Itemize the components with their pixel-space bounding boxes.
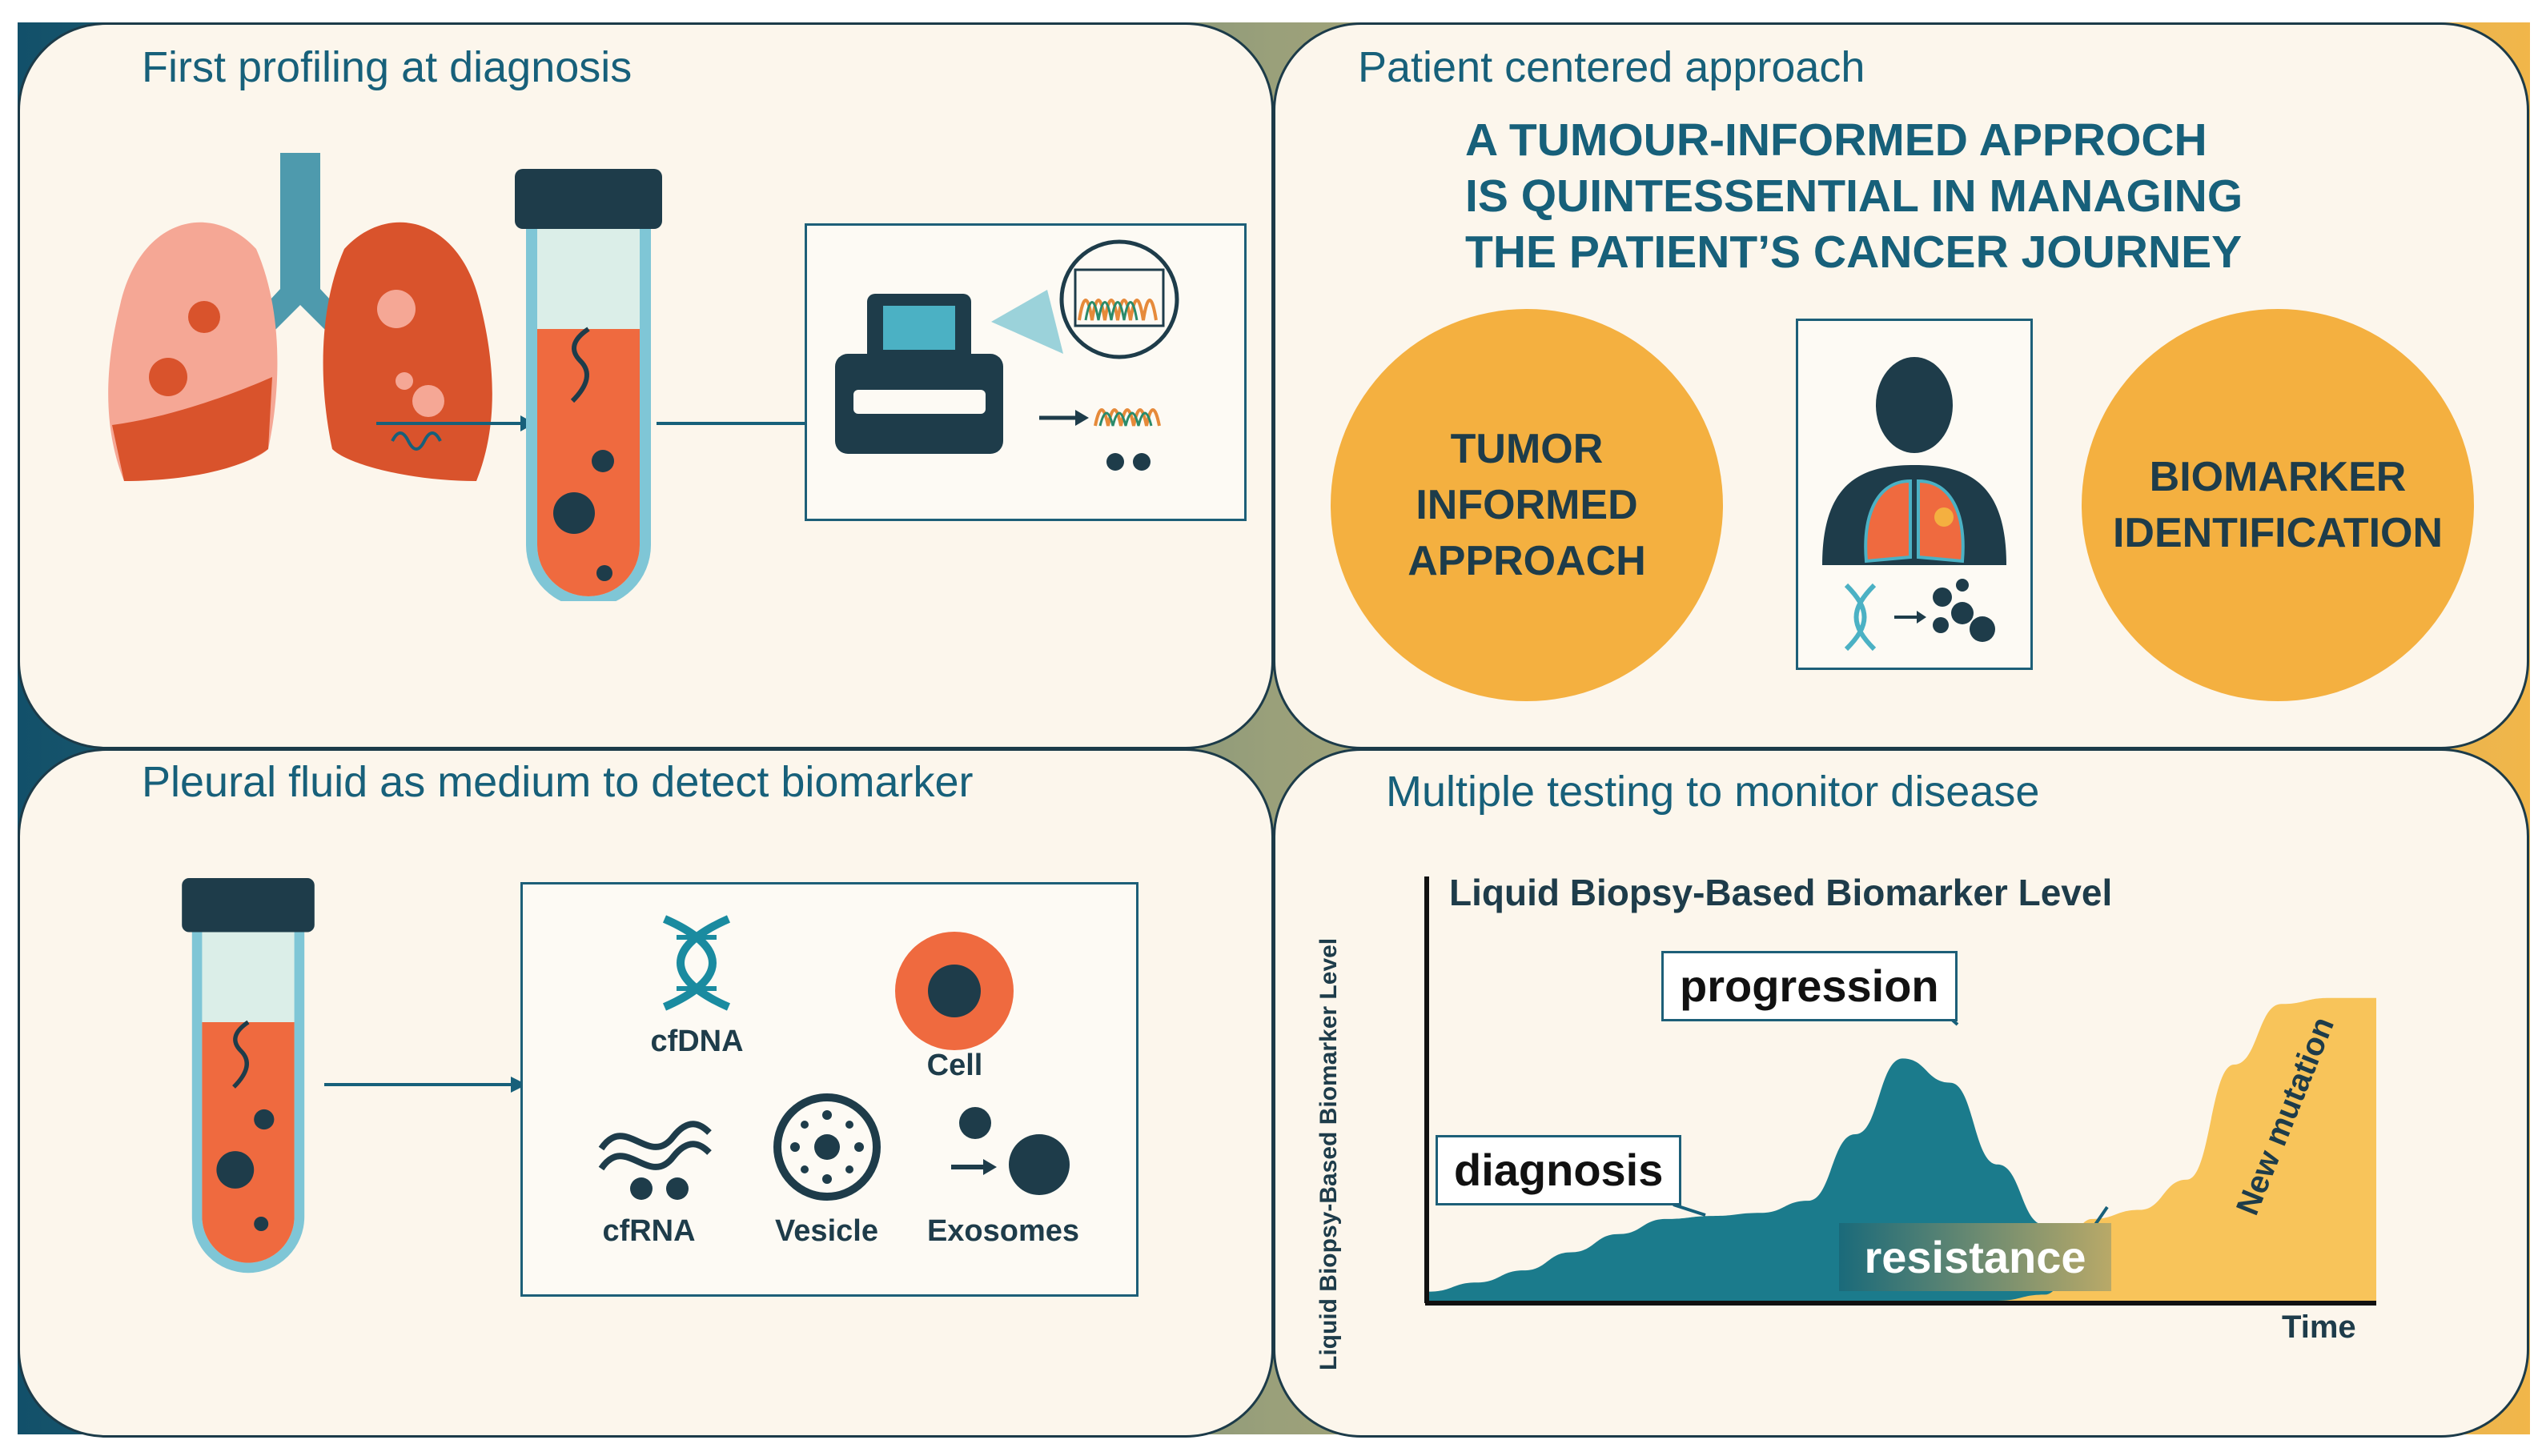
biomarker-frame: cfDNA Cell cfRNA Vesicle <box>520 882 1138 1297</box>
vesicle-label: Vesicle <box>775 1214 878 1248</box>
lung-icon <box>1864 479 1912 564</box>
diagnosis-callout: diagnosis <box>1436 1135 1682 1205</box>
circle-line: TUMOR <box>1450 426 1604 472</box>
left-lung-lower-icon <box>112 377 272 481</box>
cfdna-icon <box>662 915 731 1011</box>
dna-helix-icon <box>1844 583 1877 652</box>
patient-silhouette-icon <box>1822 357 2006 652</box>
tumor-dot-icon <box>412 385 444 417</box>
headline-line: THE PATIENT’S CANCER JOURNEY <box>1465 227 2243 278</box>
circle-line: APPROACH <box>1408 538 1646 584</box>
headline: A TUMOUR-INFORMED APPROCH IS QUINTESSENT… <box>1465 112 2243 280</box>
panel-title: Multiple testing to monitor disease <box>1386 768 2040 816</box>
right-lung-icon <box>323 222 492 481</box>
progression-callout: progression <box>1661 951 1958 1021</box>
x-axis-label: Time <box>2282 1310 2356 1345</box>
exosomes-icon <box>951 1107 1070 1195</box>
cell-label: Cell <box>926 1049 983 1082</box>
cell-icon <box>895 932 1014 1050</box>
panel-title: Pleural fluid as medium to detect biomar… <box>142 758 974 806</box>
cfrna-icon <box>598 1121 712 1200</box>
cfrna-label: cfRNA <box>602 1214 696 1248</box>
tumor-dot-icon <box>188 301 220 333</box>
chart-title: Liquid Biopsy-Based Biomarker Level <box>1449 872 2113 913</box>
resistance-label: resistance <box>1839 1223 2111 1291</box>
circle-line: IDENTIFICATION <box>2112 510 2444 556</box>
circle-line: INFORMED <box>1416 482 1638 528</box>
arrow-icon <box>324 1077 527 1093</box>
vesicle-icon <box>773 1093 881 1201</box>
panel-title: Patient centered approach <box>1358 43 1865 91</box>
sequencer-icon <box>835 239 1179 471</box>
blood-tube-icon <box>515 169 662 601</box>
patient-frame <box>1796 319 2033 670</box>
circle-line: BIOMARKER <box>2149 454 2407 500</box>
biomarker-identification-circle: BIOMARKER IDENTIFICATION <box>2082 309 2474 701</box>
cfdna-label: cfDNA <box>650 1025 744 1058</box>
tumor-dot-icon <box>149 358 187 396</box>
panel-title: First profiling at diagnosis <box>142 43 632 91</box>
tumor-dot-icon <box>377 290 416 328</box>
exosomes-label: Exosomes <box>926 1214 1080 1248</box>
dna-strand-icon <box>391 431 442 451</box>
pleural-tube-icon <box>182 878 315 1273</box>
chromatogram-icon <box>1078 299 1158 321</box>
signal-wave-icon <box>1094 408 1161 427</box>
headline-line: A TUMOUR-INFORMED APPROCH <box>1465 114 2207 166</box>
lungs-illustration <box>108 153 492 481</box>
tumor-icon <box>1934 507 1954 527</box>
y-axis-label: Liquid Biopsy-Based Biomarker Level <box>1315 937 1342 1370</box>
sequencer-frame <box>805 223 1247 521</box>
panel-first-profiling: First profiling at diagnosis <box>18 22 1274 749</box>
headline-line: IS QUINTESSENTIAL IN MANAGING <box>1465 170 2243 222</box>
tumor-informed-circle: TUMOR INFORMED APPROACH <box>1331 309 1723 701</box>
tumor-dot-icon <box>396 372 413 390</box>
